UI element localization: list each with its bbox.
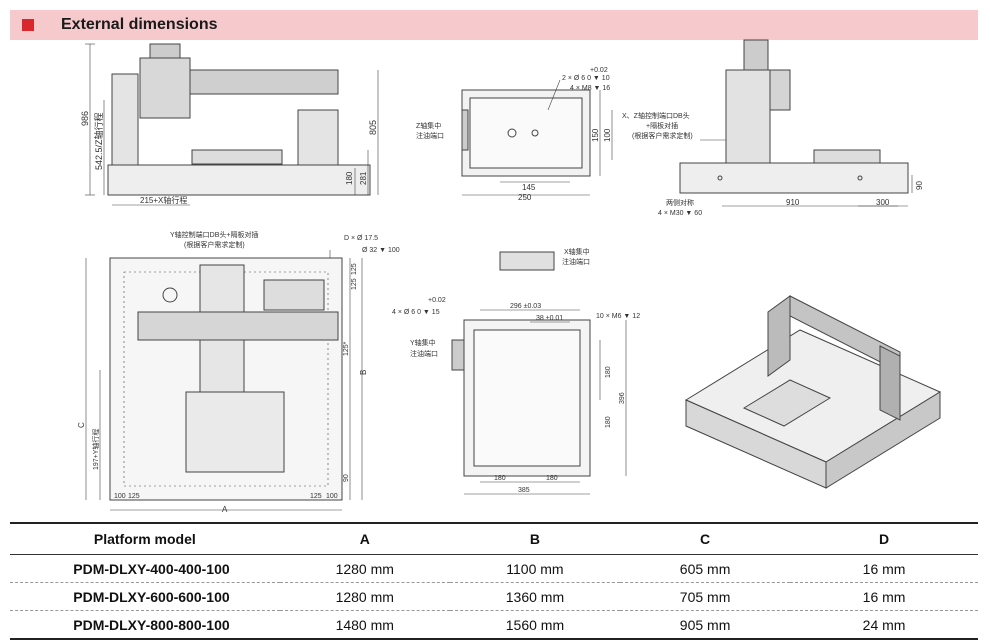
table-header-row: Platform model A B C D	[10, 522, 978, 555]
side-note-3: (根据客户需求定制)	[632, 131, 693, 140]
plan-dim-125c: 125	[128, 493, 140, 500]
table-dim-296: 296 ±0.03	[510, 303, 541, 310]
x-port-label-1: X轴集中	[564, 247, 590, 256]
plan-dim-y-travel: 197+Y轴行程	[91, 429, 100, 470]
side-mount-2: 4 × M30 ▼ 60	[658, 210, 702, 217]
table-cell: 605 mm	[620, 554, 791, 583]
y-note-1: Y轴控制端口DB头+隔板对插	[170, 230, 258, 239]
plan-dim-A: A	[222, 505, 228, 514]
plan-dim-90: 90	[343, 474, 350, 482]
front-dim-281: 281	[359, 171, 368, 185]
table-cell: 1480 mm	[279, 610, 450, 640]
isometric-view	[684, 295, 942, 489]
side-mount-1: 两侧对称	[666, 198, 694, 207]
table-cell: 16 mm	[790, 582, 978, 611]
table-cell: 905 mm	[620, 610, 791, 640]
plan-view: Y轴控制端口DB头+隔板对插 (根据客户需求定制) D × Ø 17.5 Ø 3…	[77, 230, 400, 514]
table-cell: 1560 mm	[449, 610, 621, 640]
table-view: +0.02 4 × Ø 6 0 ▼ 15 296 ±0.03 38 ±0.01 …	[392, 297, 640, 495]
front-dim-986: 986	[80, 111, 90, 126]
table-note-m6: 10 × M6 ▼ 12	[596, 313, 640, 320]
front-dim-z-travel: 542.5/Z轴行程	[93, 112, 104, 170]
front-view: 986 542.5/Z轴行程 805 180 281 215+X轴行程	[80, 43, 379, 206]
top-small-dim-100: 100	[603, 128, 612, 142]
plan-dim-125a: 125	[351, 263, 358, 275]
section-marker	[22, 19, 34, 31]
table-cell: 24 mm	[790, 610, 978, 640]
table-cell: 705 mm	[620, 582, 791, 611]
plan-dim-B: B	[359, 370, 368, 375]
plan-dim-100b: 100	[326, 493, 338, 500]
table-dim-180c: 180	[494, 475, 506, 482]
table-dim-38: 38 ±0.01	[536, 315, 563, 322]
x-port-label-2: 注油端口	[562, 257, 590, 266]
table-dim-396: 396	[619, 392, 626, 404]
table-cell: PDM-DLXY-600-600-100	[10, 582, 280, 611]
table-header: D	[790, 522, 978, 555]
table-cell: 1280 mm	[279, 582, 450, 611]
section-header: External dimensions	[10, 10, 978, 40]
table-dim-180b: 180	[605, 416, 612, 428]
side-note-1: X、Z轴控制端口DB头	[622, 111, 690, 120]
table-dim-385: 385	[518, 487, 530, 494]
z-port-label-2: 注油端口	[416, 131, 444, 140]
plan-dim-C: C	[77, 422, 86, 428]
top-small-note-m8: 4 × M8 ▼ 16	[570, 85, 610, 92]
z-port-label-1: Z轴集中	[416, 121, 441, 130]
table-header: Platform model	[10, 522, 280, 555]
plan-hole-note-1: D × Ø 17.5	[344, 235, 378, 242]
table-cell: 1360 mm	[449, 582, 621, 611]
y-port-label-2: 注油端口	[410, 349, 438, 358]
section-title: External dimensions	[61, 16, 218, 33]
table-header: B	[449, 522, 621, 555]
table-note-holes: 4 × Ø 6 0 ▼ 15	[392, 309, 440, 316]
table-cell: 1280 mm	[279, 554, 450, 583]
table-row: PDM-DLXY-400-400-100 1280 mm 1100 mm 605…	[10, 554, 978, 583]
table-row: PDM-DLXY-800-800-100 1480 mm 1560 mm 905…	[10, 610, 978, 640]
model-table: Platform model A B C D PDM-DLXY-400-400-…	[10, 522, 978, 640]
table-header: A	[279, 522, 450, 555]
plan-hole-note-2: Ø 32 ▼ 100	[362, 247, 400, 254]
table-cell: 16 mm	[790, 554, 978, 583]
side-view: X、Z轴控制端口DB头 +隔板对插 (根据客户需求定制) 两侧对称 4 × M3…	[622, 39, 924, 217]
plan-dim-125b: 125	[351, 278, 358, 290]
side-dim-90: 90	[915, 181, 924, 190]
table-row: PDM-DLXY-600-600-100 1280 mm 1360 mm 705…	[10, 582, 978, 611]
top-small-dim-250: 250	[518, 193, 532, 202]
top-small-dim-150: 150	[591, 128, 600, 142]
side-dim-910: 910	[786, 198, 800, 207]
table-tol: +0.02	[428, 297, 446, 304]
top-small-dim-145: 145	[522, 183, 536, 192]
side-note-2: +隔板对插	[646, 121, 678, 130]
table-dim-180d: 180	[546, 475, 558, 482]
table-cell: 1100 mm	[449, 554, 621, 583]
table-cell: PDM-DLXY-400-400-100	[10, 554, 280, 583]
front-dim-180: 180	[345, 171, 354, 185]
top-small-view: +0.02 2 × Ø 6 0 ▼ 10 4 × M8 ▼ 16 Z轴集中 注油…	[416, 67, 613, 202]
front-dim-805: 805	[368, 120, 378, 135]
plan-dim-100a: 100	[114, 493, 126, 500]
table-dim-180a: 180	[605, 366, 612, 378]
side-dim-300: 300	[876, 198, 890, 207]
plan-dim-125d: 125	[310, 493, 322, 500]
table-header: C	[620, 522, 791, 555]
top-small-tol: +0.02	[590, 67, 608, 74]
top-small-note-holes: 2 × Ø 6 0 ▼ 10	[562, 75, 610, 82]
y-port-label-1: Y轴集中	[410, 338, 436, 347]
plan-dim-125star: 125*	[343, 341, 350, 356]
x-port: X轴集中 注油端口	[499, 247, 590, 271]
dimension-drawings: 986 542.5/Z轴行程 805 180 281 215+X轴行程 +0.0…	[77, 39, 942, 514]
front-dim-x-travel: 215+X轴行程	[140, 195, 187, 205]
y-note-2: (根据客户需求定制)	[184, 240, 245, 249]
table-cell: PDM-DLXY-800-800-100	[10, 610, 280, 640]
